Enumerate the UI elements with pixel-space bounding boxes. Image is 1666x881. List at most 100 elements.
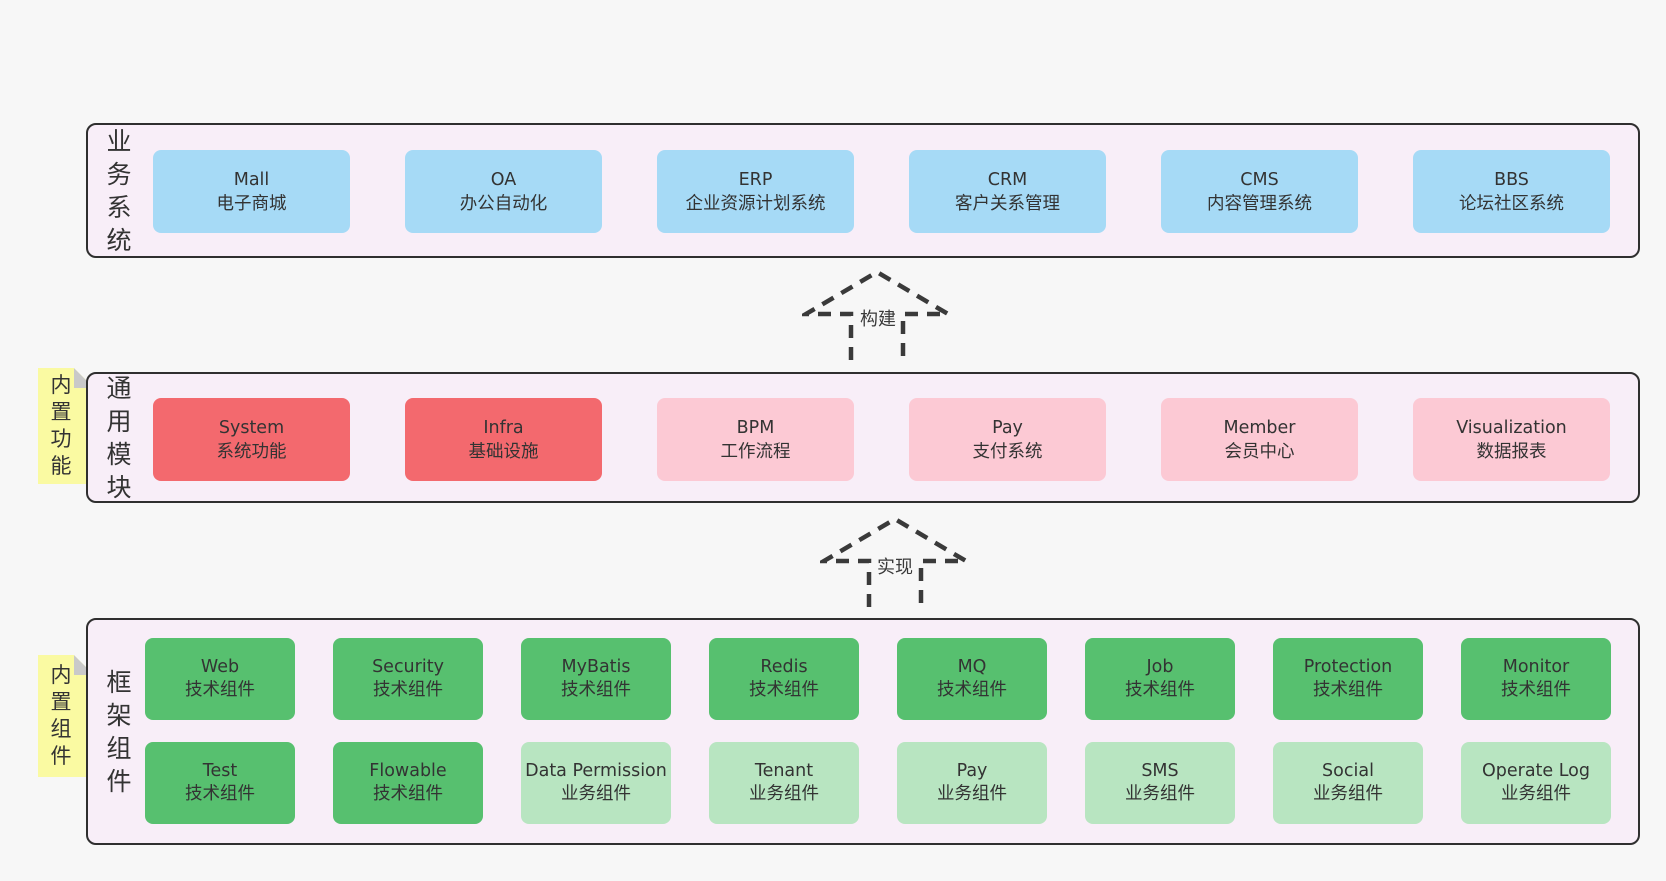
box-subtitle: 客户关系管理	[955, 193, 1060, 214]
panel-common-modules: 通用模块 System 系统功能 Infra 基础设施 BPM 工作流程 Pay 支付系统 Me…	[86, 372, 1640, 503]
box-subtitle: 技术组件	[185, 784, 255, 804]
box-title: MQ	[957, 657, 987, 677]
box-subtitle: 数据报表	[1476, 441, 1547, 462]
sticky-note-builtin-components: 内置组件	[38, 655, 94, 777]
box-title: Web	[200, 657, 240, 677]
box-subtitle: 技术组件	[373, 680, 443, 700]
panel-label-common-modules: 通用模块	[100, 373, 138, 502]
box-subtitle: 系统功能	[216, 441, 287, 462]
box-web: Web 技术组件	[145, 638, 295, 720]
box-pay: Pay 支付系统	[909, 398, 1106, 481]
box-title: Social	[1322, 761, 1374, 781]
sticky-note-builtin-features: 内置功能	[38, 368, 94, 484]
box-subtitle: 技术组件	[937, 680, 1007, 700]
box-mall: Mall 电子商城	[153, 150, 350, 233]
panel-label-text: 业务系统	[106, 126, 132, 255]
box-monitor: Monitor 技术组件	[1461, 638, 1611, 720]
box-subtitle: 工作流程	[720, 441, 791, 462]
box-redis: Redis 技术组件	[709, 638, 859, 720]
box-title: Flowable	[369, 761, 447, 781]
box-subtitle: 技术组件	[1125, 680, 1195, 700]
box-cms: CMS 内容管理系统	[1161, 150, 1358, 233]
box-title: SMS	[1141, 761, 1179, 781]
box-title: Pay	[956, 761, 988, 781]
box-subtitle: 办公自动化	[459, 193, 548, 214]
build-arrow-label: 构建	[857, 304, 899, 332]
box-title: MyBatis	[561, 657, 631, 677]
box-data-permission: Data Permission 业务组件	[521, 742, 671, 824]
box-title: BPM	[736, 417, 775, 438]
box-title: Security	[372, 657, 444, 677]
box-test: Test 技术组件	[145, 742, 295, 824]
panel-label-framework-components: 框架组件	[100, 620, 138, 843]
box-title: Test	[202, 761, 238, 781]
box-security: Security 技术组件	[333, 638, 483, 720]
box-subtitle: 技术组件	[749, 680, 819, 700]
box-bbs: BBS 论坛社区系统	[1413, 150, 1610, 233]
box-subtitle: 内容管理系统	[1207, 193, 1312, 214]
box-title: ERP	[738, 169, 773, 190]
box-title: Mall	[233, 169, 270, 190]
box-subtitle: 业务组件	[937, 784, 1007, 804]
box-title: Protection	[1303, 657, 1393, 677]
box-title: Job	[1146, 657, 1174, 677]
box-title: BBS	[1494, 169, 1529, 190]
box-subtitle: 会员中心	[1224, 441, 1295, 462]
box-subtitle: 技术组件	[185, 680, 255, 700]
common-modules-row: System 系统功能 Infra 基础设施 BPM 工作流程 Pay 支付系统 Member 会…	[153, 398, 1610, 481]
box-title: Visualization	[1456, 417, 1567, 438]
box-title: Data Permission	[525, 761, 667, 781]
box-title: Member	[1223, 417, 1296, 438]
box-title: CMS	[1240, 169, 1279, 190]
box-visualization: Visualization 数据报表	[1413, 398, 1610, 481]
implement-arrow-label: 实现	[874, 552, 916, 580]
box-mq: MQ 技术组件	[897, 638, 1047, 720]
box-erp: ERP 企业资源计划系统	[657, 150, 854, 233]
box-system: System 系统功能	[153, 398, 350, 481]
box-title: CRM	[987, 169, 1028, 190]
box-subtitle: 业务组件	[1125, 784, 1195, 804]
box-bpm: BPM 工作流程	[657, 398, 854, 481]
box-job: Job 技术组件	[1085, 638, 1235, 720]
box-subtitle: 企业资源计划系统	[685, 193, 826, 214]
panel-label-text: 框架组件	[106, 667, 132, 796]
box-title: System	[218, 417, 285, 438]
box-pay: Pay 业务组件	[897, 742, 1047, 824]
box-title: Pay	[992, 417, 1023, 438]
sticky-note-label: 内置组件	[50, 663, 72, 768]
box-member: Member 会员中心	[1161, 398, 1358, 481]
box-subtitle: 论坛社区系统	[1459, 193, 1564, 214]
box-subtitle: 技术组件	[373, 784, 443, 804]
box-title: Infra	[483, 417, 524, 438]
box-infra: Infra 基础设施	[405, 398, 602, 481]
box-subtitle: 技术组件	[1313, 680, 1383, 700]
box-crm: CRM 客户关系管理	[909, 150, 1106, 233]
sticky-note-label: 内置功能	[50, 373, 72, 478]
box-title: Monitor	[1502, 657, 1570, 677]
box-title: Tenant	[754, 761, 814, 781]
box-subtitle: 业务组件	[1501, 784, 1571, 804]
box-title: Operate Log	[1481, 761, 1591, 781]
framework-components-row-2: Test 技术组件 Flowable 技术组件 Data Permission 业务组件 T…	[145, 742, 1611, 824]
box-subtitle: 电子商城	[216, 193, 287, 214]
box-subtitle: 技术组件	[1501, 680, 1571, 700]
box-operate-log: Operate Log 业务组件	[1461, 742, 1611, 824]
implement-arrow-icon	[820, 516, 970, 607]
box-subtitle: 业务组件	[561, 784, 631, 804]
box-subtitle: 基础设施	[468, 441, 539, 462]
box-title: Redis	[760, 657, 808, 677]
box-subtitle: 支付系统	[972, 441, 1043, 462]
panel-label-text: 通用模块	[106, 373, 132, 502]
panel-label-business-systems: 业务系统	[100, 125, 138, 256]
build-arrow-icon	[802, 269, 952, 360]
box-flowable: Flowable 技术组件	[333, 742, 483, 824]
